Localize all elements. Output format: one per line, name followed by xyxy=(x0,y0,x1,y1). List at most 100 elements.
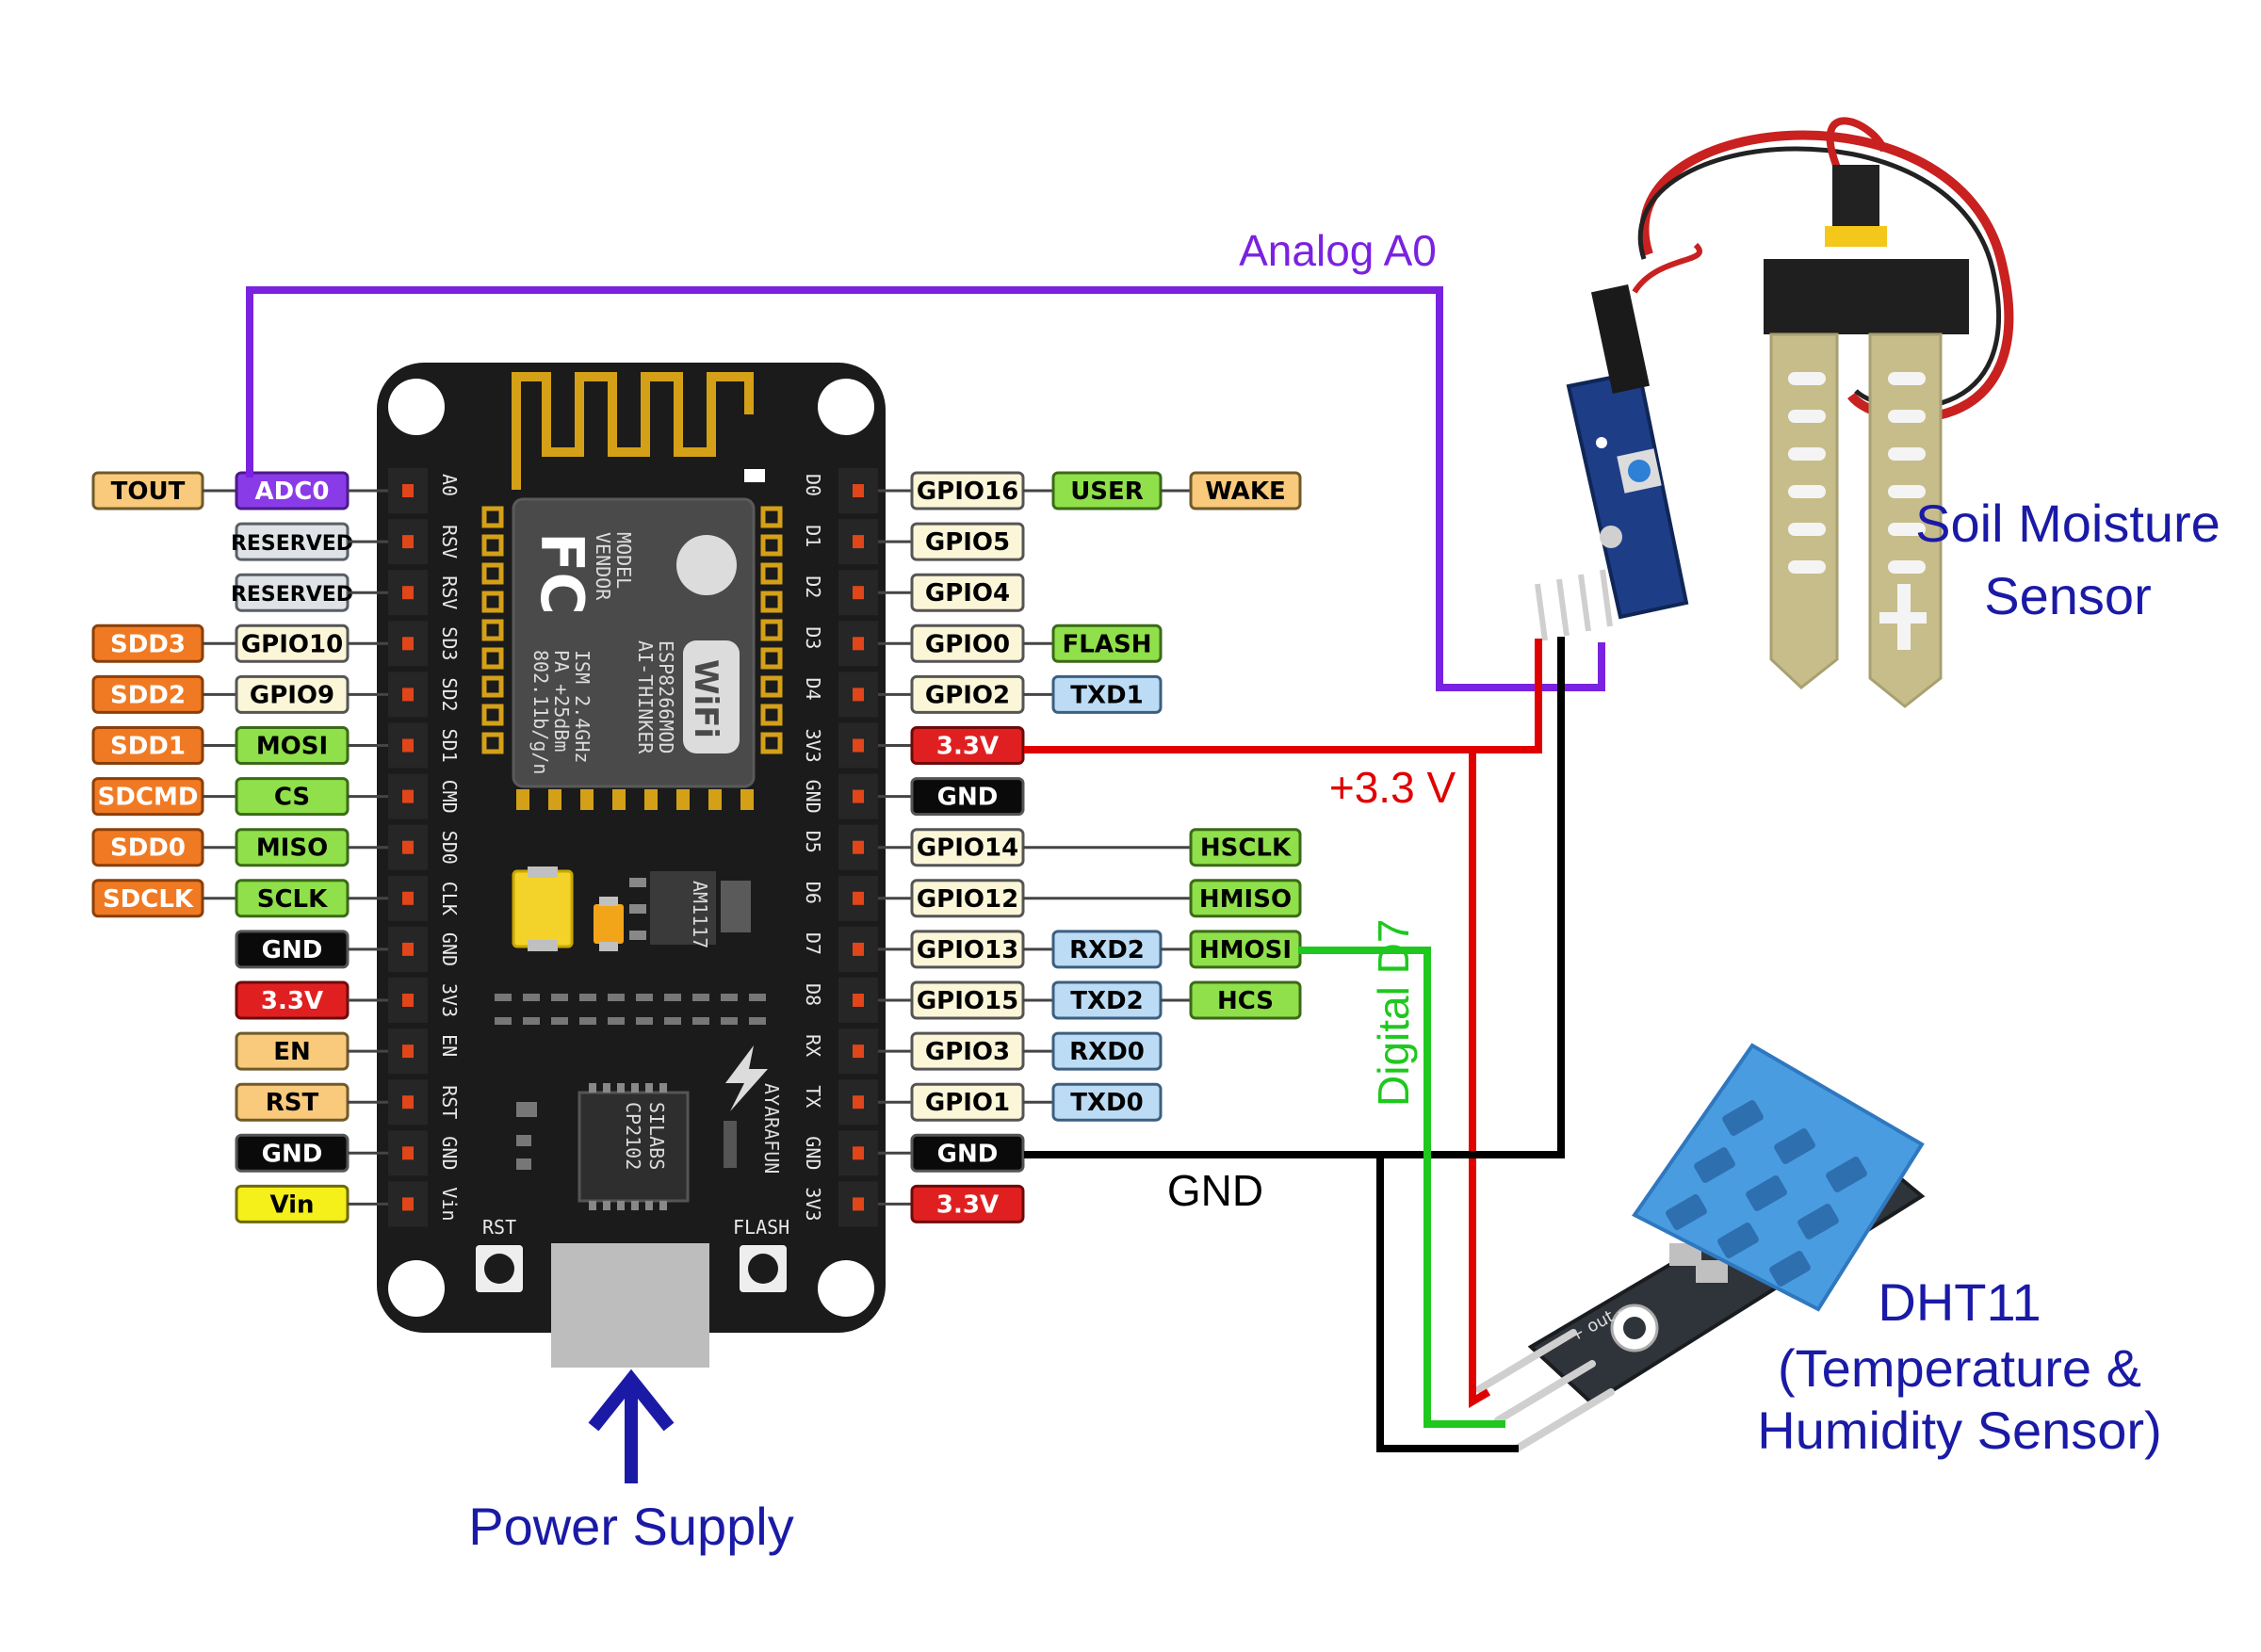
pin-label-sdd3: SDD3 xyxy=(91,624,204,663)
mounting-hole xyxy=(818,379,874,435)
silk-label-left: SD0 xyxy=(438,831,461,865)
pin-label-gpio9: GPIO9 xyxy=(235,674,350,714)
pin-label-rxd0: RXD0 xyxy=(1051,1031,1163,1071)
pin-label-rst-text: RST xyxy=(266,1089,319,1117)
pin-label-33v: 3.3V xyxy=(910,1184,1025,1223)
pin-label-sdd3-text: SDD3 xyxy=(110,630,186,658)
pin-label-txd0-text: TXD0 xyxy=(1070,1089,1143,1117)
soil-moisture-sensor: Soil Moisture Sensor xyxy=(1535,117,2220,708)
header-pin xyxy=(838,773,878,819)
pin-label-sdclk: SDCLK xyxy=(91,879,204,918)
maker-label: AYARAFUN xyxy=(760,1083,783,1174)
chip-part-label: ESP8266MOD xyxy=(655,640,677,753)
pin-label-rst: RST xyxy=(235,1082,350,1122)
pin-label-reserved-text: RESERVED xyxy=(231,583,353,607)
silk-label-left: CMD xyxy=(438,780,461,814)
regulator-label: AM1117 xyxy=(689,881,711,948)
header-pin xyxy=(388,722,428,769)
smd-row xyxy=(495,994,766,1025)
pin-label-hcs-text: HCS xyxy=(1217,987,1274,1015)
pin-label-gpio5: GPIO5 xyxy=(910,522,1025,561)
silk-label-right: D6 xyxy=(802,882,824,904)
pin-label-gpio16-text: GPIO16 xyxy=(917,478,1018,506)
pin-label-user-text: USER xyxy=(1070,478,1144,506)
pin-label-txd2-text: TXD2 xyxy=(1070,987,1143,1015)
pin-label-gpio10: GPIO10 xyxy=(235,624,350,663)
silk-label-left: 3V3 xyxy=(438,983,461,1017)
pin-label-sdclk-text: SDCLK xyxy=(103,885,194,914)
pin-label-gpio15: GPIO15 xyxy=(910,980,1025,1020)
uart-part-label: CP2102 xyxy=(622,1102,644,1170)
pin-label-gpio12-text: GPIO12 xyxy=(917,885,1018,914)
pin-label-wake-text: WAKE xyxy=(1205,478,1286,506)
header-pin xyxy=(838,978,878,1023)
pin-label-flash: FLASH xyxy=(1051,624,1163,663)
header-pin xyxy=(838,824,878,870)
header-pin xyxy=(388,773,428,819)
pin-label-txd1: TXD1 xyxy=(1051,674,1163,714)
header-pin xyxy=(838,468,878,513)
pin-label-gpio13: GPIO13 xyxy=(910,930,1025,969)
dht11-subtitle-line2: Humidity Sensor) xyxy=(1757,1401,2161,1460)
pin-label-gpio1: GPIO1 xyxy=(910,1082,1025,1122)
chip-protocol-label: 802.11b/g/n xyxy=(529,650,552,774)
header-pin xyxy=(388,1028,428,1075)
pin-label-hmosi: HMOSI xyxy=(1189,930,1302,969)
pin-label-gpio15-text: GPIO15 xyxy=(917,987,1018,1015)
capacitor-small xyxy=(594,904,624,944)
pin-label-hsclk: HSCLK xyxy=(1189,828,1302,867)
ground-wire-dht xyxy=(1376,1155,1519,1452)
pin-label-hmosi-text: HMOSI xyxy=(1199,936,1292,964)
silk-label-right: D2 xyxy=(802,575,824,598)
power-supply-arrow-icon xyxy=(588,1369,675,1483)
dht11-sensor: + out - DHT11 (Temperature & Humidity Se… xyxy=(1475,1043,2162,1460)
header-pin xyxy=(838,672,878,718)
silk-label-left: RSV xyxy=(438,525,461,559)
header-pin xyxy=(388,1130,428,1176)
silk-label-left: Vin xyxy=(438,1187,461,1221)
pin-label-gnd-text: GND xyxy=(262,1140,323,1168)
pin-label-gpio4: GPIO4 xyxy=(910,573,1025,612)
pin-label-gpio14-text: GPIO14 xyxy=(917,834,1018,863)
uart-vendor-label: SILABS xyxy=(645,1102,668,1170)
pin-label-gpio1-text: GPIO1 xyxy=(925,1089,1010,1117)
pin-label-gpio12: GPIO12 xyxy=(910,879,1025,918)
module-pads-left xyxy=(481,506,504,754)
pin-label-33v-text: 3.3V xyxy=(261,987,323,1015)
silk-label-right: TX xyxy=(802,1085,824,1108)
maker-logo-icon xyxy=(725,1045,768,1111)
pin-label-rxd2: RXD2 xyxy=(1051,930,1163,969)
ground-wire-main xyxy=(1024,637,1565,1158)
vendor-logo xyxy=(676,535,737,595)
header-pin xyxy=(388,519,428,565)
pin-label-rxd0-text: RXD0 xyxy=(1069,1038,1145,1066)
silk-label-right: D5 xyxy=(802,831,824,853)
pin-label-sdd2: SDD2 xyxy=(91,674,204,714)
flash-silk-label: FLASH xyxy=(733,1216,789,1239)
dht11-title: DHT11 xyxy=(1878,1272,2041,1332)
esp8266-module: FC MODEL VENDOR ISM 2.4GHz PA +25dBm 802… xyxy=(512,497,756,788)
silk-label-left: SD3 xyxy=(438,626,461,660)
silk-label-left: SD2 xyxy=(438,677,461,711)
header-pin xyxy=(388,926,428,972)
sensor-module xyxy=(1566,369,1689,620)
probe-board xyxy=(1764,259,1969,334)
silk-label-right: D7 xyxy=(802,932,824,955)
pin-label-mosi: MOSI xyxy=(235,726,350,765)
pin-label-gnd: GND xyxy=(235,930,350,969)
pin-label-sdcmd: SDCMD xyxy=(91,777,204,817)
usb-port[interactable] xyxy=(551,1243,709,1368)
analog-wire xyxy=(246,286,1605,691)
wifi-logo: WiFi xyxy=(687,659,724,738)
pin-label-miso: MISO xyxy=(235,828,350,867)
pin-label-gpio0-text: GPIO0 xyxy=(925,630,1010,658)
digital-wire-label: Digital D7 xyxy=(1369,919,1418,1107)
pin-label-wake: WAKE xyxy=(1189,471,1302,510)
header-pin xyxy=(388,570,428,616)
silk-label-right: D1 xyxy=(802,525,824,547)
silk-label-right: D8 xyxy=(802,983,824,1006)
pin-label-rxd2-text: RXD2 xyxy=(1069,936,1145,964)
dht11-subtitle-line1: (Temperature & xyxy=(1778,1338,2141,1398)
header-pin xyxy=(838,1028,878,1075)
